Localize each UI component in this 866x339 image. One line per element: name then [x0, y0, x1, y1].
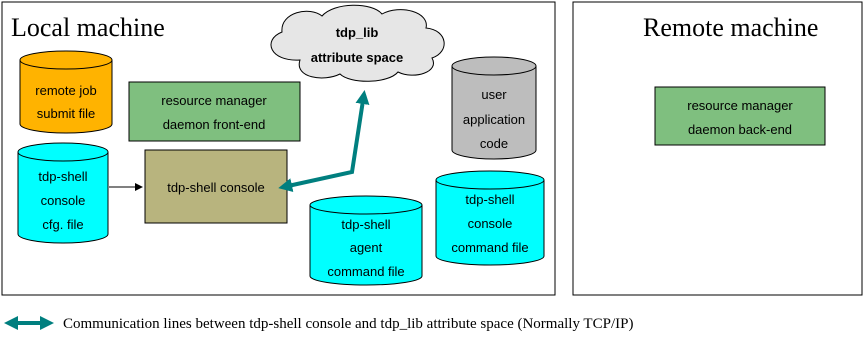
- console-cfg-file: tdp-shell console cfg. file: [17, 142, 109, 244]
- console-cmd-label-2: console: [468, 216, 513, 231]
- agent-cmd-label-3: command file: [327, 264, 404, 279]
- remote-machine-title: Remote machine: [643, 13, 818, 42]
- tdp-shell-console-box: tdp-shell console: [144, 149, 288, 224]
- rm-frontend-box: resource manager daemon front-end: [128, 81, 301, 142]
- rm-frontend-label-1: resource manager: [161, 93, 267, 108]
- agent-cmd-label-1: tdp-shell: [341, 217, 390, 232]
- console-cfg-label-1: tdp-shell: [38, 169, 87, 184]
- console-cmd-label-1: tdp-shell: [465, 192, 514, 207]
- console-cfg-label-2: console: [41, 193, 86, 208]
- user-app-label-2: application: [463, 112, 525, 127]
- local-machine-title: Local machine: [11, 13, 165, 42]
- user-app-label-3: code: [480, 136, 508, 151]
- user-application-code: user application code: [451, 56, 537, 160]
- attribute-space-cloud: tdp_lib attribute space: [270, 4, 445, 82]
- agent-command-file: tdp-shell agent command file: [309, 195, 423, 286]
- communication-line: [278, 90, 370, 192]
- remote-machine-frame: [572, 1, 863, 296]
- attribute-space-label-2: attribute space: [311, 50, 403, 65]
- remote-job-label-2: submit file: [37, 106, 96, 121]
- rm-backend-label-2: daemon back-end: [688, 122, 792, 137]
- remote-job-submit-file: remote job submit file: [19, 50, 113, 134]
- console-cfg-label-3: cfg. file: [42, 217, 83, 232]
- rm-frontend-label-2: daemon front-end: [163, 117, 266, 132]
- tdp-shell-console-label: tdp-shell console: [167, 180, 265, 195]
- rm-backend-box: resource manager daemon back-end: [654, 86, 826, 146]
- remote-job-label-1: remote job: [35, 83, 96, 98]
- attribute-space-label-1: tdp_lib: [336, 25, 379, 40]
- console-cmd-label-3: command file: [451, 240, 528, 255]
- user-app-label-1: user: [481, 87, 507, 102]
- rm-backend-label-1: resource manager: [687, 98, 793, 113]
- legend-text: Communication lines between tdp-shell co…: [63, 316, 633, 332]
- console-command-file: tdp-shell console command file: [435, 170, 545, 266]
- legend: Communication lines between tdp-shell co…: [4, 316, 633, 332]
- agent-cmd-label-2: agent: [350, 240, 383, 255]
